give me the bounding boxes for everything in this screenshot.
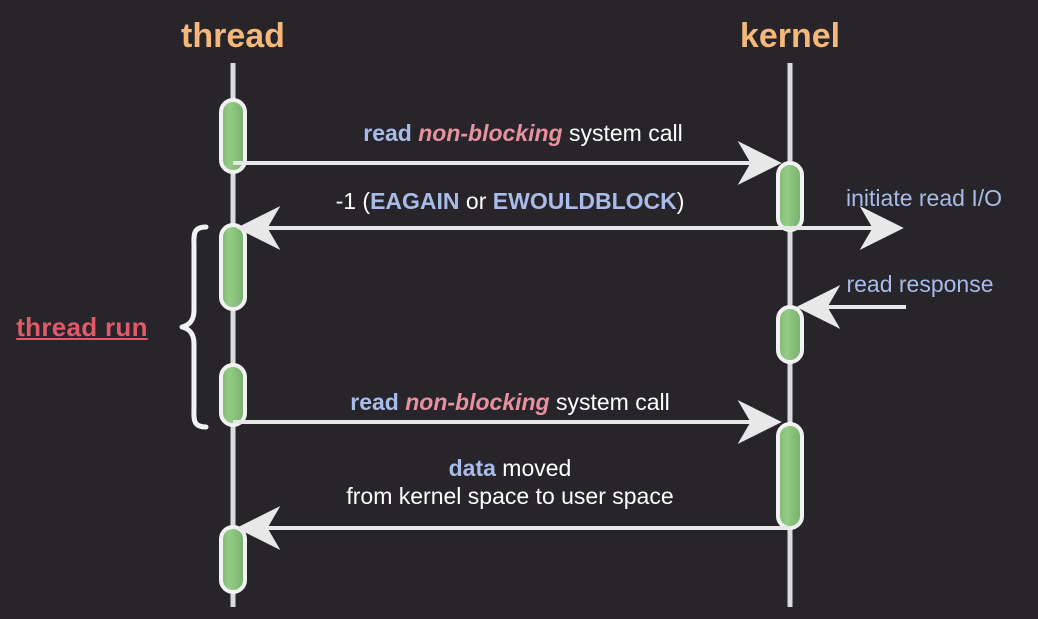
activation-bar-kernel-2 bbox=[776, 305, 804, 364]
activation-bar-thread-3 bbox=[219, 363, 247, 427]
thread-run-brace bbox=[179, 224, 209, 430]
actor-title-thread: thread bbox=[181, 17, 285, 55]
activation-bar-thread-4 bbox=[219, 525, 247, 594]
side-note-read-response: read response bbox=[846, 271, 994, 297]
activation-bar-kernel-3 bbox=[776, 422, 804, 530]
activation-bar-thread-1 bbox=[219, 98, 247, 174]
side-note-initiate-read-io: initiate read I/O bbox=[846, 185, 1002, 211]
actor-title-kernel: kernel bbox=[739, 17, 841, 55]
message-label-eagain-return: -1 (EAGAIN or EWOULDBLOCK) bbox=[335, 188, 685, 214]
thread-run-label: thread run bbox=[16, 312, 148, 342]
activation-bar-thread-2 bbox=[219, 223, 247, 311]
message-label-read-nonblocking-2: read non-blocking system call bbox=[350, 389, 670, 415]
activation-bar-kernel-1 bbox=[776, 161, 804, 232]
message-label-read-nonblocking-1: read non-blocking system call bbox=[363, 120, 683, 146]
